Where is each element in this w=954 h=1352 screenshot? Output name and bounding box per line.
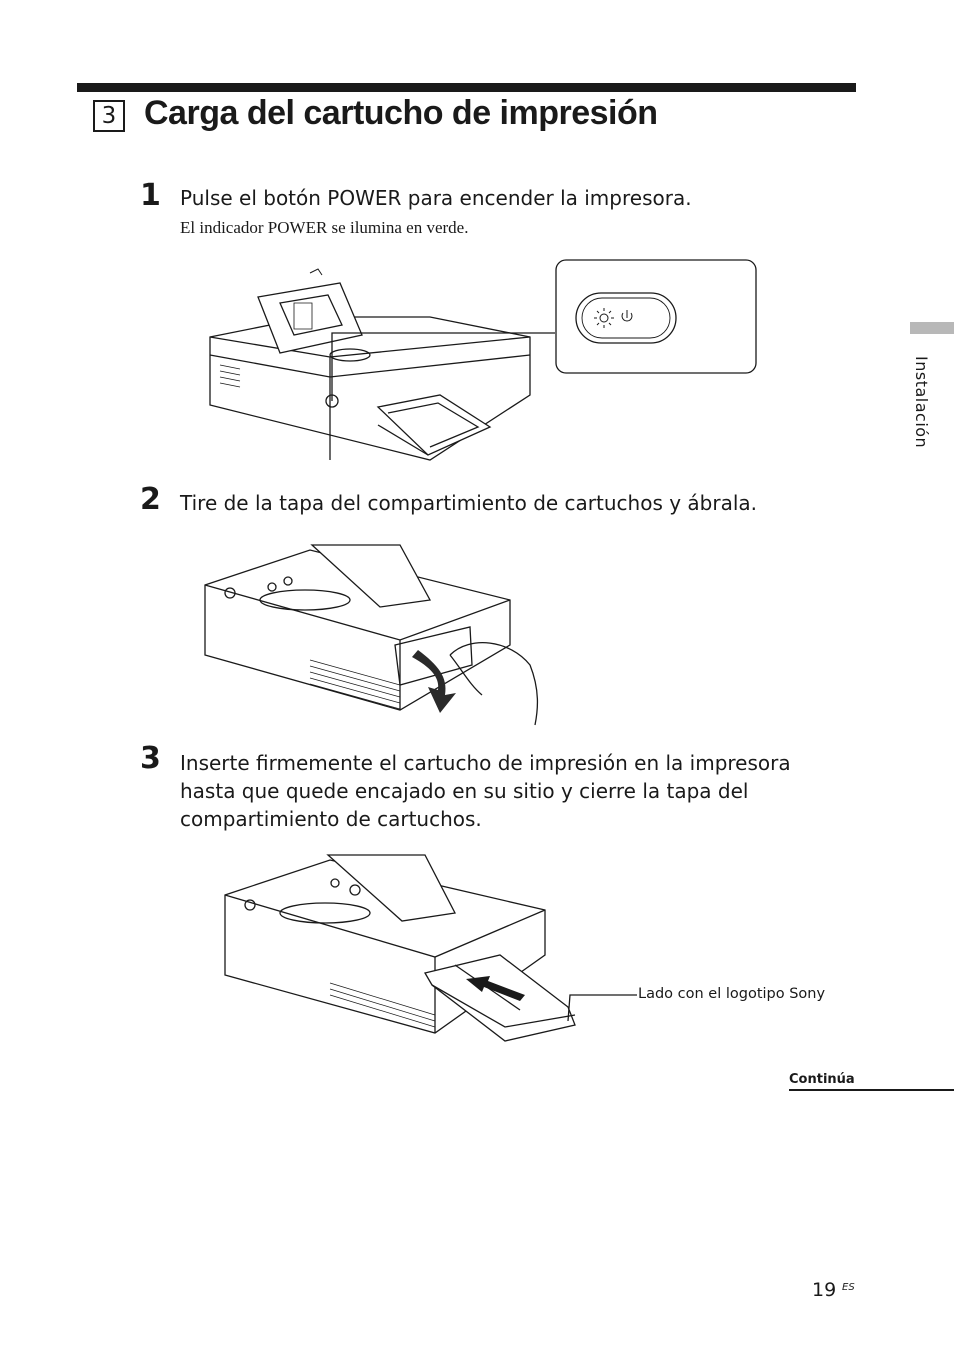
continues-rule bbox=[789, 1089, 954, 1091]
step-2-text: Tire de la tapa del compartimiento de ca… bbox=[180, 491, 758, 515]
insert-cartridge-illustration bbox=[220, 855, 640, 1040]
page-language: ES bbox=[842, 1282, 855, 1293]
side-tab-bar bbox=[910, 322, 954, 334]
step-3-line-2: hasta que quede encajado en su sitio y c… bbox=[180, 779, 749, 803]
step-3-number: 3 bbox=[140, 741, 161, 776]
page-number: 19 bbox=[812, 1279, 837, 1301]
sony-logo-callout: Lado con el logotipo Sony bbox=[638, 986, 826, 1002]
continues-label: Continúa bbox=[789, 1072, 855, 1087]
printer-power-illustration bbox=[200, 255, 770, 465]
step-3-line-3: compartimiento de cartuchos. bbox=[180, 807, 482, 831]
step-1-note: El indicador POWER se ilumina en verde. bbox=[180, 218, 469, 237]
side-tab-label: Instalación bbox=[912, 356, 931, 449]
step-1-text: Pulse el botón POWER para encender la im… bbox=[180, 186, 692, 210]
open-compartment-illustration bbox=[200, 545, 545, 730]
step-2-number: 2 bbox=[140, 482, 161, 517]
step-1-number: 1 bbox=[140, 178, 161, 213]
section-number: 3 bbox=[93, 100, 125, 132]
page-title: Carga del cartucho de impresión bbox=[144, 94, 658, 132]
section-rule bbox=[77, 83, 856, 92]
step-3-line-1: Inserte firmemente el cartucho de impres… bbox=[180, 751, 791, 775]
